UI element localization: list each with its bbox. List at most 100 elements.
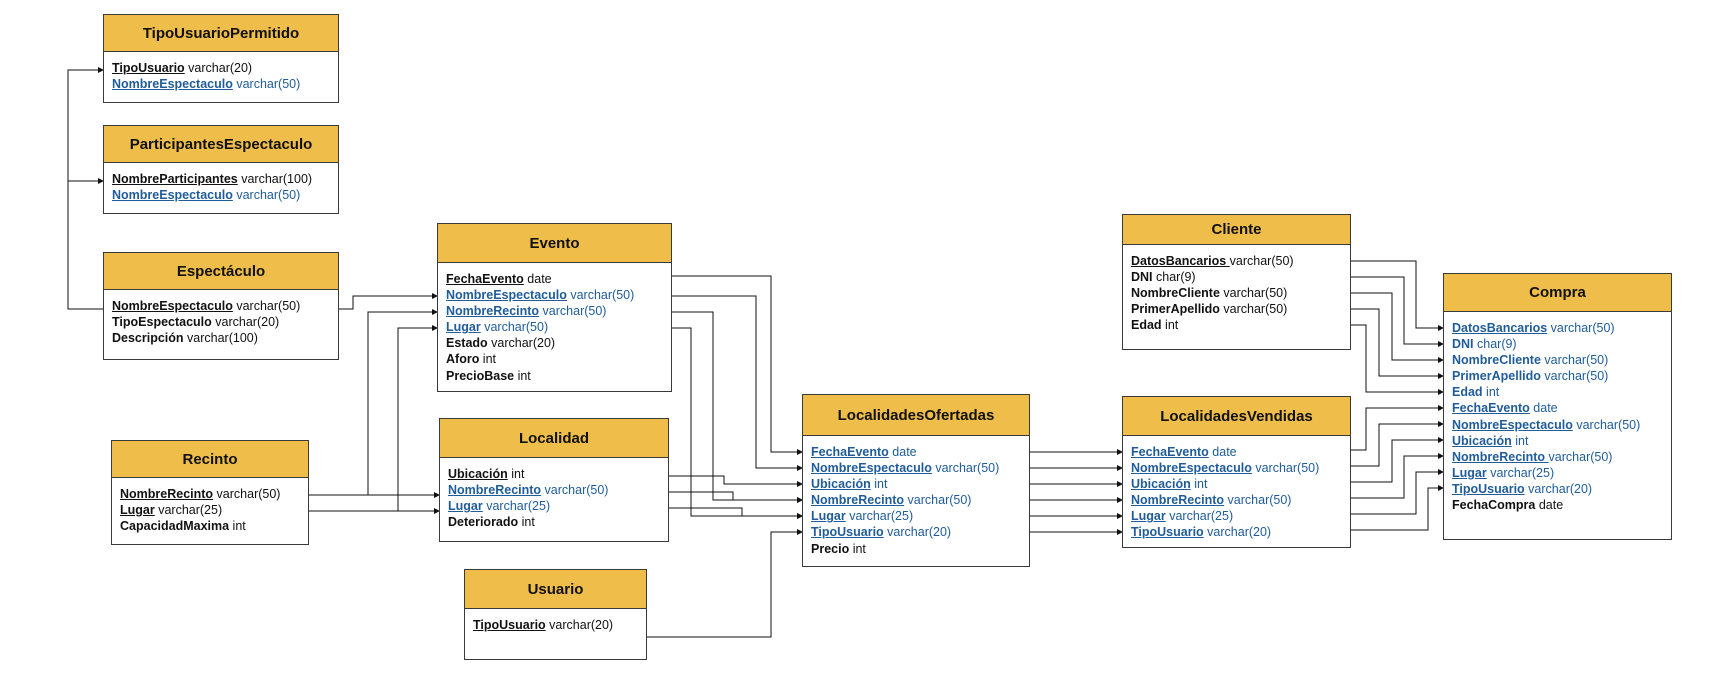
field-type: date [888,445,917,459]
field-row: CapacidadMaxima int [120,518,308,534]
field-row: FechaEvento date [446,271,671,287]
field-row: Lugar varchar(25) [1131,508,1350,524]
field-name: Descripción [112,331,184,346]
table-title: Usuario [465,570,646,609]
table-title: Recinto [112,441,308,478]
field-row: NombreRecinto varchar(50) [1131,492,1350,508]
field-row: NombreEspectaculo varchar(50) [1131,460,1350,476]
field-name: NombreRecinto [446,304,540,319]
table-fields: NombreParticipantes varchar(100)NombreEs… [104,163,338,203]
field-name: NombreRecinto [448,483,542,498]
field-name: TipoUsuario [1452,481,1525,496]
connector-line [672,327,803,519]
field-name: Ubicación [448,467,508,481]
field-row: Lugar varchar(50) [446,319,671,335]
field-row: Lugar varchar(25) [120,502,308,518]
connector-line [67,67,104,310]
field-type: varchar(100) [183,331,258,346]
field-type: int [507,467,525,481]
field-row: NombreEspectaculo varchar(50) [1452,417,1671,433]
table-title: Localidad [440,419,668,458]
table-title: Cliente [1123,215,1350,245]
field-row: Estado varchar(20) [446,335,671,351]
field-name: FechaEvento [1131,445,1209,459]
connector-line [1351,437,1444,483]
field-type: varchar(20) [184,61,253,75]
connector-line [1351,405,1444,451]
field-type: varchar(25) [1165,509,1234,524]
field-row: NombreEspectaculo varchar(50) [112,76,338,92]
connector-line [1351,485,1444,531]
connector-line [1351,421,1444,467]
field-type: int [518,515,535,530]
field-type: varchar(50) [1251,461,1320,476]
field-type: varchar(50) [1548,449,1613,464]
field-type: date [1535,498,1564,513]
field-name: Lugar [446,320,481,335]
field-name: PrimerApellido [1131,302,1220,317]
field-row: Edad int [1131,317,1350,333]
field-type: varchar(20) [487,336,556,351]
field-name: CapacidadMaxima [120,519,230,534]
field-name: PrecioBase [446,368,515,383]
field-name: NombreRecinto [811,493,905,508]
field-type: int [1511,433,1529,448]
field-row: FechaCompra date [1452,497,1671,513]
field-type: varchar(20) [545,618,614,632]
field-type: int [1482,385,1500,400]
field-name: FechaCompra [1452,498,1536,513]
field-type: varchar(50) [1229,254,1294,268]
table-title: LocalidadesVendidas [1123,397,1350,436]
field-type: varchar(20) [883,525,952,540]
field-type: varchar(50) [213,487,281,501]
field-type: varchar(25) [154,503,223,518]
field-name: FechaEvento [811,445,889,459]
field-name: DatosBancarios [1131,254,1230,268]
field-name: Lugar [1452,465,1487,480]
field-name: NombreCliente [1131,286,1220,301]
field-row: TipoUsuario varchar(20) [473,617,646,633]
field-type: varchar(20) [1203,525,1272,540]
field-name: NombreEspectaculo [1131,461,1252,476]
connector-line [669,475,803,487]
field-row: NombreParticipantes varchar(100) [112,171,338,187]
field-name: DNI [1131,270,1153,285]
connector-line [669,507,803,519]
field-name: NombreRecinto [120,487,214,501]
field-name: TipoUsuario [811,525,884,540]
connector-line [1351,453,1444,499]
field-name: NombreRecinto [1452,449,1549,464]
field-name: Lugar [1131,509,1166,524]
field-row: NombreRecinto varchar(50) [811,492,1029,508]
field-name: Ubicación [1452,433,1512,448]
table-title: ParticipantesEspectaculo [104,126,338,163]
field-row: NombreCliente varchar(50) [1452,352,1671,368]
table-fields: NombreRecinto varchar(50)Lugar varchar(2… [112,478,308,534]
field-name: TipoUsuario [473,618,546,632]
connector-line [647,529,803,638]
field-row: NombreRecinto varchar(50) [1452,449,1671,465]
field-name: Precio [811,541,850,556]
field-type: int [870,477,888,492]
field-type: int [479,352,497,367]
field-row: NombreEspectaculo varchar(50) [112,298,338,314]
field-row: FechaEvento date [1131,444,1350,460]
field-name: Ubicación [811,477,871,492]
field-row: Lugar varchar(25) [811,508,1029,524]
table-fields: TipoUsuario varchar(20) [465,609,646,633]
field-type: date [523,272,552,286]
field-row: NombreCliente varchar(50) [1131,285,1350,301]
field-row: DNI char(9) [1452,336,1671,352]
field-name: FechaEvento [1452,401,1530,416]
field-row: FechaEvento date [811,444,1029,460]
field-name: Edad [1452,385,1483,400]
field-row: NombreEspectaculo varchar(50) [112,187,338,203]
